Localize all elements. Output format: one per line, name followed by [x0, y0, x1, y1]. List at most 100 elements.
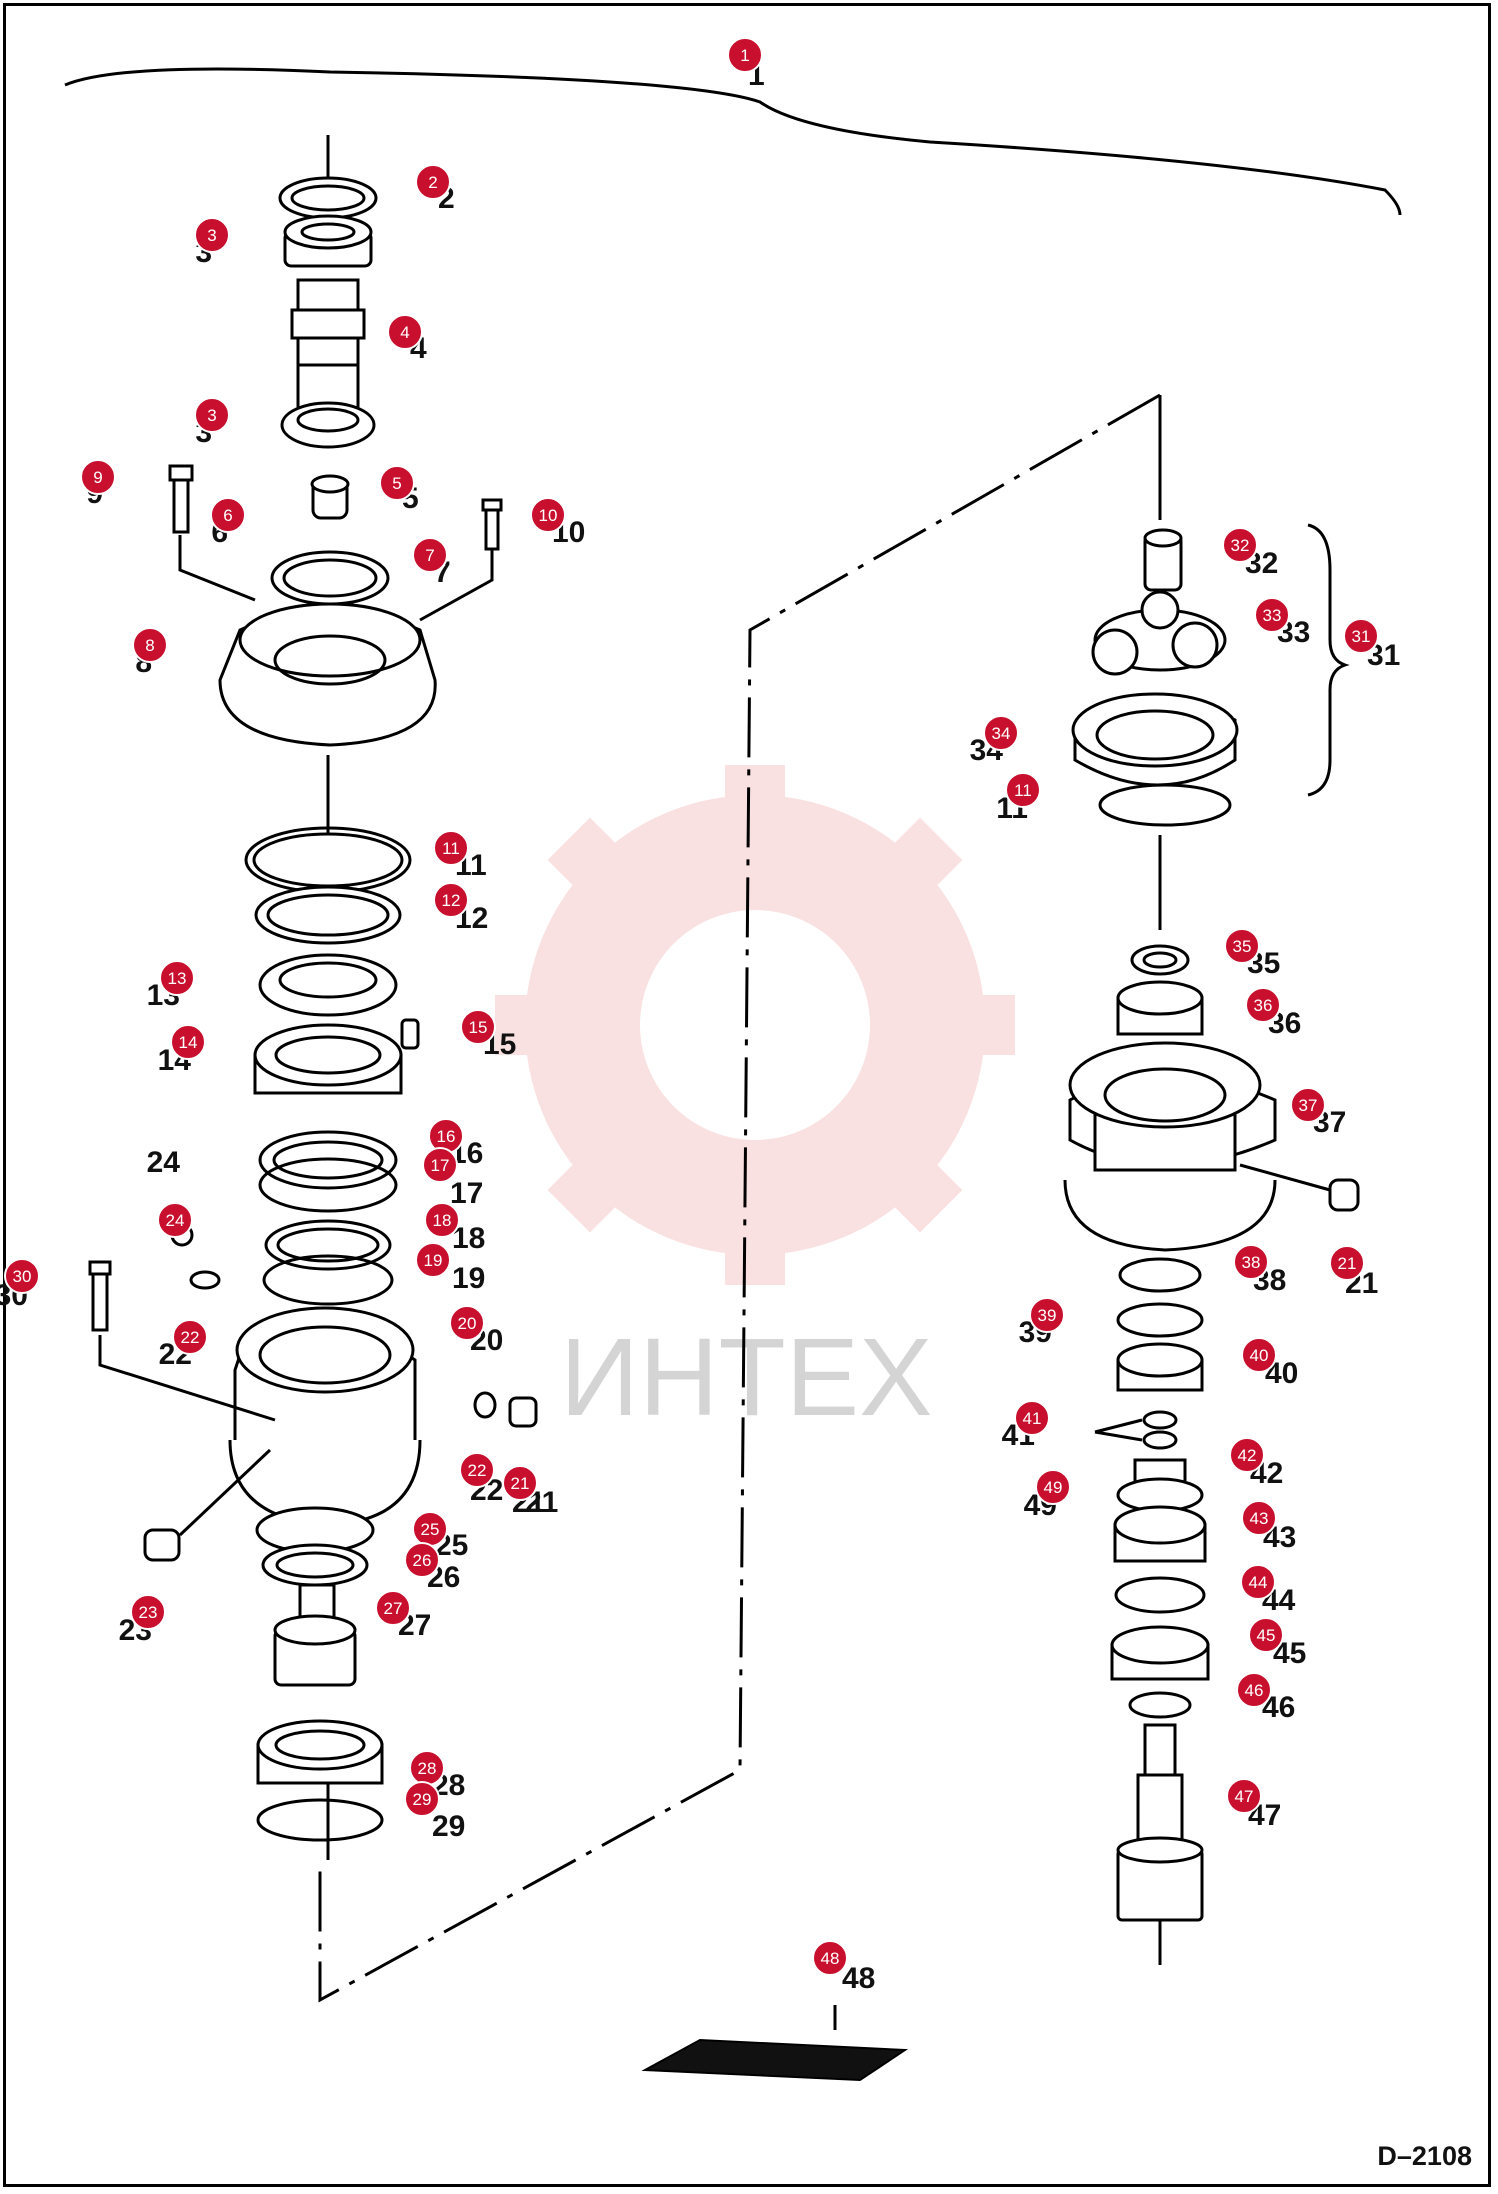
callout-badge-39[interactable]: 39	[1029, 1297, 1065, 1333]
callout-badge-16[interactable]: 16	[428, 1118, 464, 1154]
callout-badge-circle[interactable]	[1248, 1617, 1284, 1653]
callout-badge-29[interactable]: 29	[404, 1781, 440, 1817]
callout-badge-circle[interactable]	[983, 715, 1019, 751]
callout-badge-circle[interactable]	[1240, 1564, 1276, 1600]
callout-badge-circle[interactable]	[424, 1202, 460, 1238]
callout-badge-circle[interactable]	[727, 37, 763, 73]
callout-badge-40[interactable]: 40	[1241, 1337, 1277, 1373]
callout-badge-5[interactable]: 5	[379, 465, 415, 501]
callout-badge-44[interactable]: 44	[1240, 1564, 1276, 1600]
callout-badge-circle[interactable]	[1343, 618, 1379, 654]
callout-badge-28[interactable]: 28	[409, 1750, 445, 1786]
callout-badge-circle[interactable]	[404, 1781, 440, 1817]
callout-badge-45[interactable]: 45	[1248, 1617, 1284, 1653]
callout-badge-circle[interactable]	[415, 1242, 451, 1278]
callout-badge-21[interactable]: 21	[1329, 1245, 1365, 1281]
callout-badge-circle[interactable]	[460, 1009, 496, 1045]
callout-badge-42[interactable]: 42	[1229, 1437, 1265, 1473]
callout-badge-circle[interactable]	[812, 1940, 848, 1976]
callout-badge-circle[interactable]	[530, 497, 566, 533]
callout-badge-41[interactable]: 41	[1014, 1400, 1050, 1436]
callout-badge-46[interactable]: 46	[1236, 1672, 1272, 1708]
callout-badge-26[interactable]: 26	[404, 1542, 440, 1578]
callout-badge-9[interactable]: 9	[80, 459, 116, 495]
callout-badge-20[interactable]: 20	[449, 1305, 485, 1341]
callout-badge-22[interactable]: 22	[459, 1452, 495, 1488]
callout-badge-43[interactable]: 43	[1241, 1500, 1277, 1536]
callout-badge-circle[interactable]	[1229, 1437, 1265, 1473]
callout-badge-circle[interactable]	[459, 1452, 495, 1488]
callout-badge-circle[interactable]	[1222, 527, 1258, 563]
callout-badge-circle[interactable]	[1241, 1500, 1277, 1536]
callout-badge-17[interactable]: 17	[422, 1147, 458, 1183]
callout-badge-6[interactable]: 6	[210, 497, 246, 533]
callout-badge-31[interactable]: 31	[1343, 618, 1379, 654]
callout-badge-37[interactable]: 37	[1290, 1087, 1326, 1123]
callout-badge-33[interactable]: 33	[1254, 597, 1290, 633]
callout-badge-38[interactable]: 38	[1233, 1244, 1269, 1280]
callout-badge-circle[interactable]	[159, 960, 195, 996]
callout-badge-19[interactable]: 19	[415, 1242, 451, 1278]
callout-badge-12[interactable]: 12	[433, 882, 469, 918]
callout-badge-7[interactable]: 7	[412, 537, 448, 573]
callout-badge-11[interactable]: 11	[1005, 772, 1041, 808]
callout-badge-3[interactable]: 3	[194, 397, 230, 433]
callout-badge-circle[interactable]	[130, 1594, 166, 1630]
callout-badge-circle[interactable]	[1005, 772, 1041, 808]
callout-badge-circle[interactable]	[387, 314, 423, 350]
callout-badge-35[interactable]: 35	[1224, 928, 1260, 964]
callout-badge-circle[interactable]	[1224, 928, 1260, 964]
callout-badge-circle[interactable]	[194, 217, 230, 253]
callout-badge-27[interactable]: 27	[375, 1590, 411, 1626]
callout-badge-circle[interactable]	[1029, 1297, 1065, 1333]
callout-badge-circle[interactable]	[1226, 1778, 1262, 1814]
callout-badge-32[interactable]: 32	[1222, 527, 1258, 563]
callout-badge-circle[interactable]	[415, 164, 451, 200]
callout-badge-3[interactable]: 3	[194, 217, 230, 253]
callout-badge-circle[interactable]	[194, 397, 230, 433]
callout-badge-circle[interactable]	[449, 1305, 485, 1341]
callout-badge-14[interactable]: 14	[170, 1024, 206, 1060]
callout-badge-48[interactable]: 48	[812, 1940, 848, 1976]
callout-badge-18[interactable]: 18	[424, 1202, 460, 1238]
callout-badge-10[interactable]: 10	[530, 497, 566, 533]
callout-badge-circle[interactable]	[379, 465, 415, 501]
callout-badge-24[interactable]: 24	[157, 1202, 193, 1238]
callout-badge-circle[interactable]	[1329, 1245, 1365, 1281]
callout-badge-15[interactable]: 15	[460, 1009, 496, 1045]
callout-badge-circle[interactable]	[1241, 1337, 1277, 1373]
callout-badge-2[interactable]: 2	[415, 164, 451, 200]
callout-badge-circle[interactable]	[157, 1202, 193, 1238]
callout-badge-circle[interactable]	[1290, 1087, 1326, 1123]
callout-badge-circle[interactable]	[172, 1319, 208, 1355]
callout-badge-11[interactable]: 11	[433, 830, 469, 866]
callout-badge-circle[interactable]	[132, 627, 168, 663]
callout-badge-circle[interactable]	[404, 1542, 440, 1578]
callout-badge-circle[interactable]	[1014, 1400, 1050, 1436]
callout-badge-circle[interactable]	[1236, 1672, 1272, 1708]
callout-badge-circle[interactable]	[1245, 987, 1281, 1023]
callout-badge-25[interactable]: 25	[412, 1511, 448, 1547]
callout-badge-circle[interactable]	[1254, 597, 1290, 633]
callout-badge-circle[interactable]	[170, 1024, 206, 1060]
callout-badge-21[interactable]: 21	[502, 1465, 538, 1501]
callout-badge-34[interactable]: 34	[983, 715, 1019, 751]
callout-badge-23[interactable]: 23	[130, 1594, 166, 1630]
callout-badge-circle[interactable]	[80, 459, 116, 495]
callout-badge-circle[interactable]	[412, 537, 448, 573]
callout-badge-circle[interactable]	[433, 882, 469, 918]
callout-badge-4[interactable]: 4	[387, 314, 423, 350]
callout-badge-36[interactable]: 36	[1245, 987, 1281, 1023]
callout-badge-circle[interactable]	[4, 1258, 40, 1294]
callout-badge-circle[interactable]	[422, 1147, 458, 1183]
callout-badge-circle[interactable]	[210, 497, 246, 533]
callout-badge-circle[interactable]	[1233, 1244, 1269, 1280]
callout-badge-8[interactable]: 8	[132, 627, 168, 663]
callout-badge-13[interactable]: 13	[159, 960, 195, 996]
callout-badge-circle[interactable]	[375, 1590, 411, 1626]
callout-badge-1[interactable]: 1	[727, 37, 763, 73]
callout-badge-22[interactable]: 22	[172, 1319, 208, 1355]
callout-badge-30[interactable]: 30	[4, 1258, 40, 1294]
callout-badge-circle[interactable]	[502, 1465, 538, 1501]
callout-badge-circle[interactable]	[433, 830, 469, 866]
